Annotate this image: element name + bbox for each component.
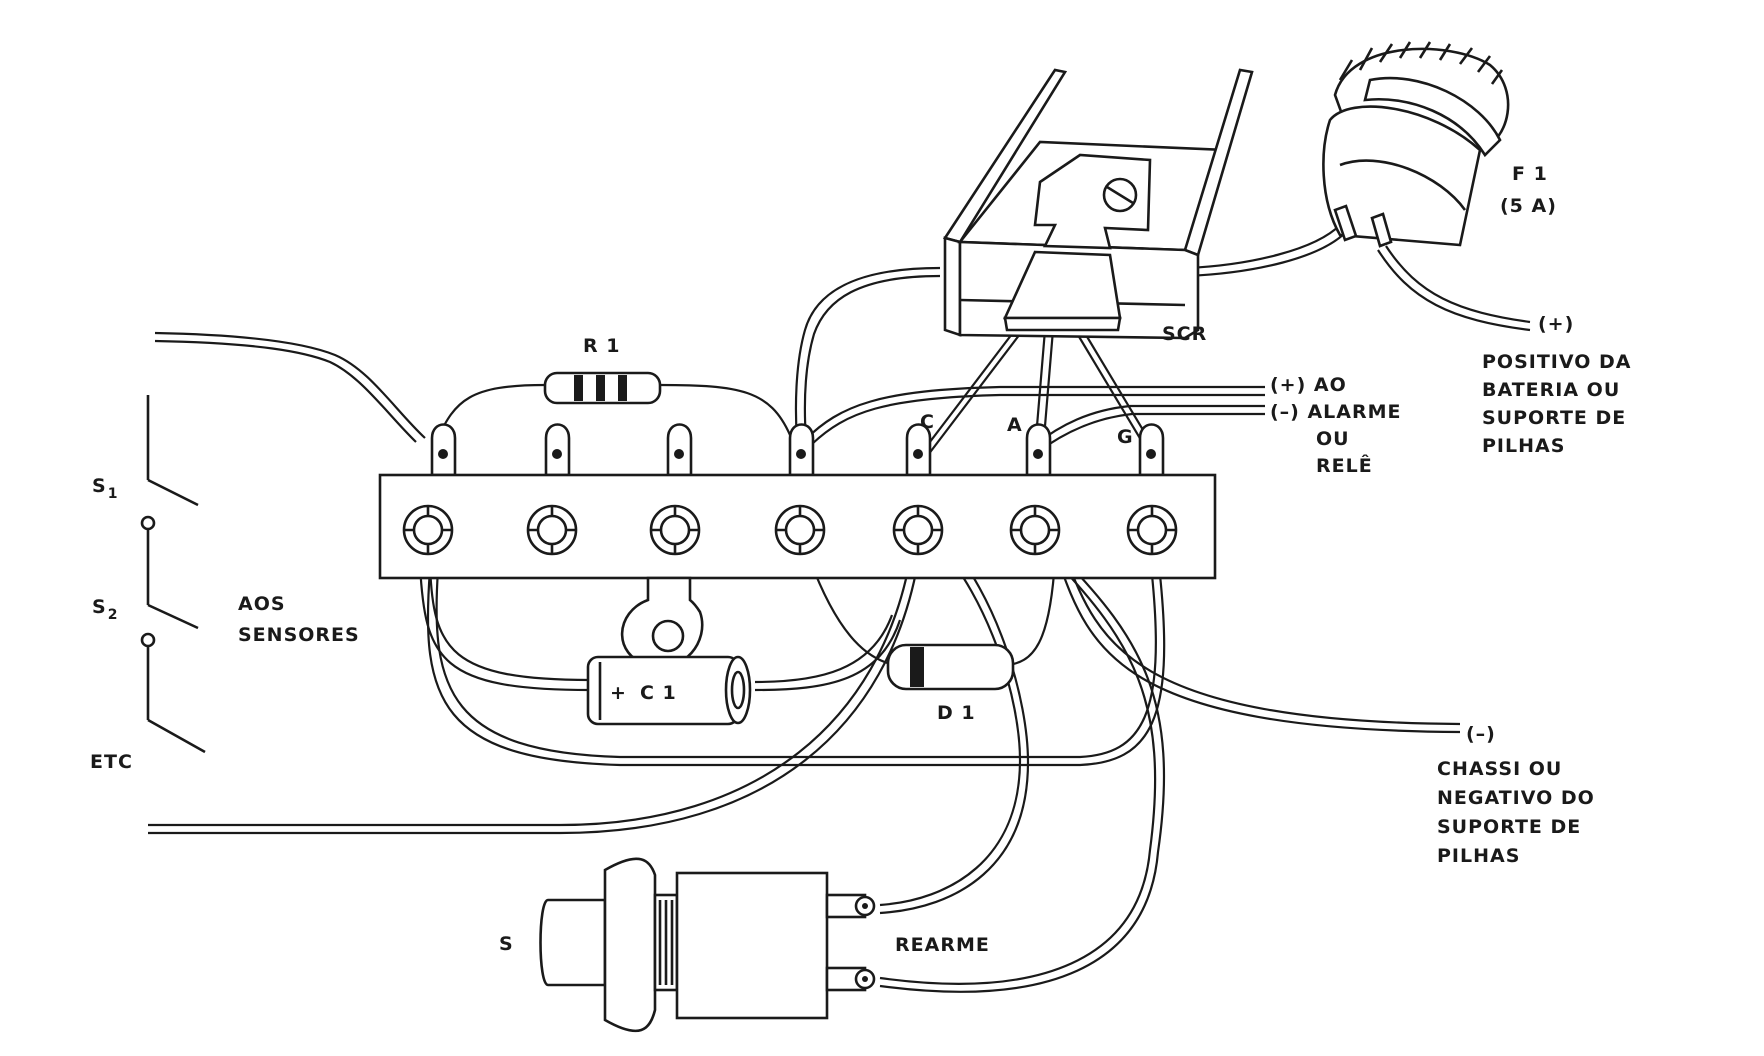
chassis-label-line2: NEGATIVO DO bbox=[1437, 787, 1595, 809]
etc-label: ETC bbox=[90, 751, 133, 773]
strip-lugs bbox=[430, 423, 1165, 477]
s-label: S bbox=[499, 933, 514, 955]
resistor-r1 bbox=[543, 371, 662, 405]
wires bbox=[148, 224, 1531, 993]
alarm-label-line3: OU bbox=[1316, 428, 1350, 450]
reset-pushbutton bbox=[539, 857, 876, 1033]
r1-label: R 1 bbox=[583, 335, 620, 357]
scr-label: SCR bbox=[1162, 323, 1207, 345]
f1-label: F 1 bbox=[1512, 163, 1548, 185]
sensors-label-line2: SENSORES bbox=[238, 624, 360, 646]
alarm-label-line4: RELÊ bbox=[1316, 454, 1373, 477]
strip-rivets bbox=[402, 504, 1178, 556]
pin-a-label: A bbox=[1007, 414, 1023, 436]
battery-polarity: (+) bbox=[1538, 313, 1574, 335]
battery-label-line3: SUPORTE DE bbox=[1482, 407, 1626, 429]
scr-thyristor bbox=[1002, 153, 1152, 332]
chassis-polarity: (–) bbox=[1466, 723, 1496, 745]
sensor-switches bbox=[140, 395, 206, 754]
rearme-label: REARME bbox=[895, 934, 990, 956]
s2-label: S2 bbox=[92, 596, 118, 623]
chassis-label-line1: CHASSI OU bbox=[1437, 758, 1562, 780]
alarm-label-line1: (+) AO bbox=[1270, 374, 1347, 396]
d1-label: D 1 bbox=[937, 702, 976, 724]
battery-label-line1: POSITIVO DA bbox=[1482, 351, 1631, 373]
fuse-holder-f1 bbox=[1322, 41, 1510, 248]
capacitor-c1 bbox=[586, 655, 752, 726]
battery-label-line2: BATERIA OU bbox=[1482, 379, 1620, 401]
c1-label: C 1 bbox=[640, 682, 677, 704]
battery-label-line4: PILHAS bbox=[1482, 435, 1565, 457]
pin-g-label: G bbox=[1117, 426, 1134, 448]
chassis-label-line4: PILHAS bbox=[1437, 845, 1520, 867]
c1-plus-sign: + bbox=[610, 682, 627, 704]
pin-c-label: C bbox=[920, 411, 935, 433]
chassis-label-line3: SUPORTE DE bbox=[1437, 816, 1581, 838]
terminal-strip bbox=[378, 423, 1217, 668]
alarm-label-line2: (–) ALARME bbox=[1270, 401, 1402, 423]
strip-body bbox=[378, 473, 1217, 580]
s1-label: S1 bbox=[92, 475, 118, 502]
f1-rating: (5 A) bbox=[1500, 195, 1557, 217]
diode-d1 bbox=[886, 643, 1015, 691]
sensors-label-line1: AOS bbox=[238, 593, 286, 615]
